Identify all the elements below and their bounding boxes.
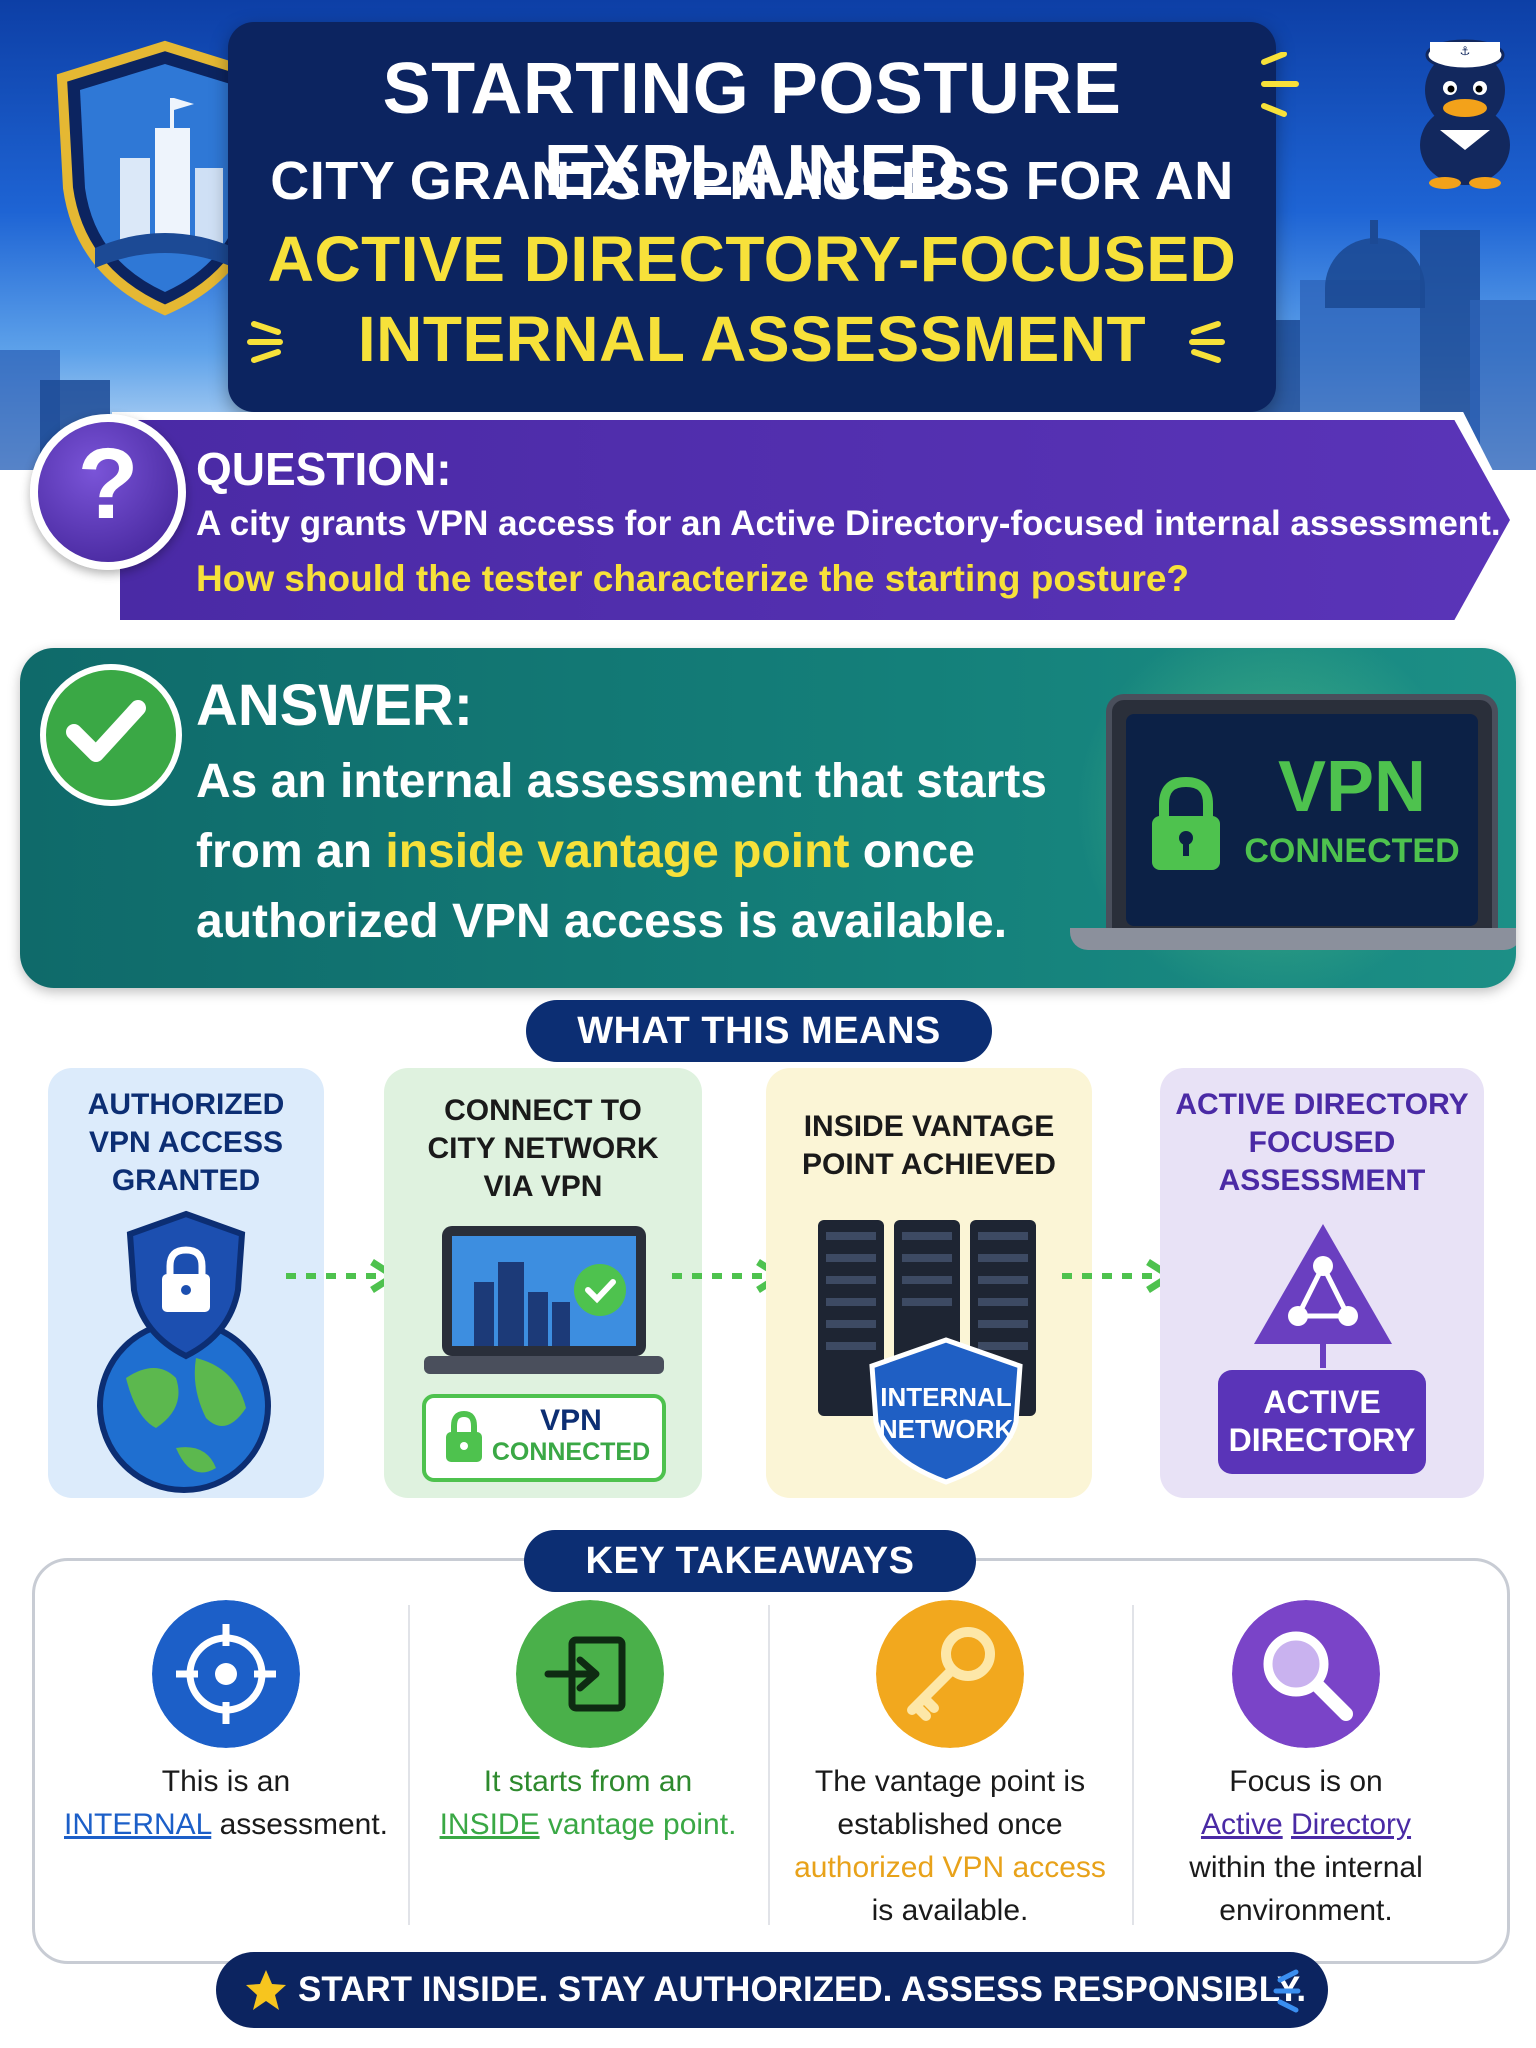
- footer-text: START INSIDE. STAY AUTHORIZED. ASSESS RE…: [298, 1970, 1307, 2009]
- vpn-big-label: VPN: [1277, 747, 1427, 827]
- step-card-connect: CONNECT TO CITY NETWORK VIA VPN VPN CONN…: [384, 1068, 702, 1498]
- sparkle-icon: [1189, 321, 1225, 363]
- vpn-connected-badge: VPN CONNECTED: [422, 1394, 666, 1482]
- globe-icon: [97, 1319, 271, 1493]
- key-icon: [876, 1600, 1024, 1748]
- sparkle-icon: [1273, 1969, 1301, 2013]
- takeaway-vpn-access: The vantage point is established once au…: [770, 1600, 1130, 1940]
- active-directory-triangle-icon: [1254, 1224, 1392, 1368]
- question-highlight: How should the tester characterize the s…: [196, 558, 1190, 599]
- subtitle-highlight-1: ACTIVE DIRECTORY-FOCUSED: [267, 223, 1237, 295]
- what-this-means-badge: WHAT THIS MEANS: [526, 1000, 992, 1062]
- checkmark-icon: [40, 664, 182, 806]
- sailor-duck-mascot: ⚓: [1420, 39, 1510, 189]
- internal-network-shield: [869, 1337, 1023, 1485]
- sign-in-arrow-icon: [516, 1600, 664, 1748]
- subtitle-highlight-2: INTERNAL ASSESSMENT: [357, 303, 1147, 375]
- footer-banner: START INSIDE. STAY AUTHORIZED. ASSESS RE…: [216, 1952, 1328, 2028]
- step-card-active-directory: ACTIVE DIRECTORY FOCUSED ASSESSMENT ACTI…: [1160, 1068, 1484, 1498]
- vpn-connected-label: CONNECTED: [1244, 832, 1460, 870]
- shield-lock-icon: [126, 1210, 246, 1360]
- answer-highlight: inside vantage point: [385, 825, 850, 878]
- svg-text:⚓: ⚓: [1460, 44, 1471, 58]
- laptop-city-icon: [424, 1226, 664, 1374]
- sparkle-icon: [1261, 52, 1299, 117]
- padlock-icon: [446, 1410, 482, 1462]
- capitol-dome: [1325, 238, 1425, 308]
- answer-panel: ANSWER: As an internal assessment that s…: [20, 648, 1516, 988]
- question-mark-icon: ?: [30, 414, 186, 570]
- target-crosshair-icon: [152, 1600, 300, 1748]
- page-title: STARTING POSTURE EXPLAINED: [382, 49, 1122, 211]
- question-banner: QUESTION: A city grants VPN access for a…: [120, 420, 1510, 620]
- magnifier-icon: [1232, 1600, 1380, 1748]
- answer-label: ANSWER:: [196, 673, 474, 738]
- answer-line-2: from an inside vantage point once: [196, 825, 975, 878]
- step-card-inside-vantage: INSIDE VANTAGE POINT ACHIEVED INTERNAL N…: [766, 1068, 1092, 1498]
- sparkle-icon: [247, 321, 283, 363]
- answer-line-3: authorized VPN access is available.: [196, 895, 1008, 948]
- step-card-vpn-access: AUTHORIZED VPN ACCESS GRANTED: [48, 1068, 324, 1498]
- padlock-icon: [1152, 776, 1220, 870]
- takeaway-inside: It starts from an INSIDE vantage point.: [410, 1600, 766, 1940]
- city-shield-logo: [56, 40, 274, 316]
- question-text: A city grants VPN access for an Active D…: [196, 504, 1501, 543]
- question-label: QUESTION:: [196, 443, 452, 495]
- subtitle-line: CITY GRANTS VPN ACCESS FOR AN: [270, 151, 1234, 211]
- title-panel: STARTING POSTURE EXPLAINED CITY GRANTS V…: [228, 22, 1299, 412]
- laptop-icon: VPN CONNECTED: [1106, 694, 1498, 946]
- star-icon: [246, 1970, 286, 2010]
- takeaway-internal: This is an INTERNAL assessment.: [48, 1600, 404, 1940]
- takeaway-active-directory: Focus is on Active Directory within the …: [1134, 1600, 1478, 1940]
- active-directory-box: ACTIVE DIRECTORY: [1218, 1370, 1426, 1474]
- answer-line-1: As an internal assessment that starts: [196, 755, 1047, 808]
- key-takeaways-badge: KEY TAKEAWAYS: [524, 1530, 976, 1592]
